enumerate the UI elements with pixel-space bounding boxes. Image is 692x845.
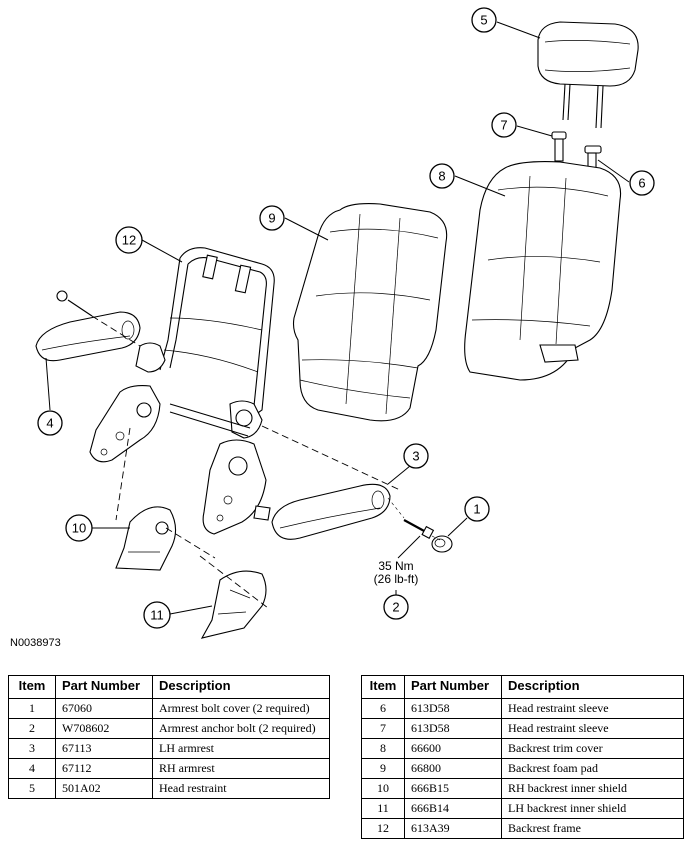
svg-text:3: 3 <box>412 449 419 464</box>
callout-9: 9 <box>259 205 285 231</box>
svg-text:12: 12 <box>122 233 136 248</box>
svg-text:1: 1 <box>473 502 480 517</box>
description-cell: Backrest foam pad <box>501 758 684 779</box>
table-row: 12 613A39 Backrest frame <box>361 818 684 839</box>
callout-3: 3 <box>403 443 429 469</box>
head-restraint <box>537 21 639 129</box>
table-header-row: Item Part Number Description <box>361 675 684 699</box>
rh-armrest <box>35 290 141 362</box>
table-row: 9 66800 Backrest foam pad <box>361 758 684 779</box>
table-row: 8 66600 Backrest trim cover <box>361 738 684 759</box>
part-number-cell: W708602 <box>55 718 153 739</box>
part-number-cell: 613A39 <box>404 818 502 839</box>
part-number-cell: 66800 <box>404 758 502 779</box>
svg-text:5: 5 <box>480 13 487 28</box>
exploded-view-diagram: 35 Nm (26 lb-ft) N0038973 1 2 3 4 5 6 7 … <box>10 7 655 649</box>
part-number-cell: 66600 <box>404 738 502 759</box>
table-row: 11 666B14 LH backrest inner shield <box>361 798 684 819</box>
part-number-cell: 67113 <box>55 738 153 759</box>
column-header-description: Description <box>152 675 330 699</box>
svg-text:10: 10 <box>72 521 86 536</box>
head-restraint-sleeves <box>551 131 602 174</box>
callout-11: 11 <box>143 601 171 629</box>
table-row: 5 501A02 Head restraint <box>8 778 330 799</box>
column-header-item: Item <box>8 675 56 699</box>
callout-7: 7 <box>491 112 517 138</box>
description-cell: LH armrest <box>152 738 330 759</box>
armrest-bolt-cover <box>431 535 453 553</box>
description-cell: Backrest frame <box>501 818 684 839</box>
description-cell: Head restraint sleeve <box>501 718 684 739</box>
item-cell: 4 <box>8 758 56 779</box>
item-cell: 10 <box>361 778 405 799</box>
parts-table-right: Item Part Number Description 6 613D58 He… <box>361 675 684 839</box>
description-cell: Armrest bolt cover (2 required) <box>152 698 330 719</box>
part-number-cell: 613D58 <box>404 718 502 739</box>
svg-text:11: 11 <box>150 608 164 623</box>
item-cell: 9 <box>361 758 405 779</box>
parts-table-left: Item Part Number Description 1 67060 Arm… <box>8 675 330 799</box>
torque-metric: 35 Nm <box>378 559 413 573</box>
table-header-row: Item Part Number Description <box>8 675 330 699</box>
item-cell: 11 <box>361 798 405 819</box>
description-cell: Head restraint sleeve <box>501 698 684 719</box>
svg-text:2: 2 <box>392 600 399 615</box>
part-number-cell: 666B15 <box>404 778 502 799</box>
armrest-anchor-bolt <box>403 519 435 540</box>
table-row: 4 67112 RH armrest <box>8 758 330 779</box>
part-number-cell: 67112 <box>55 758 153 779</box>
callout-8: 8 <box>429 163 455 189</box>
item-cell: 3 <box>8 738 56 759</box>
backrest-foam-pad <box>292 203 448 422</box>
callout-4: 4 <box>37 410 63 436</box>
column-header-part-number: Part Number <box>55 675 153 699</box>
description-cell: Armrest anchor bolt (2 required) <box>152 718 330 739</box>
svg-text:7: 7 <box>500 118 507 133</box>
item-cell: 2 <box>8 718 56 739</box>
callout-12: 12 <box>115 226 143 254</box>
table-row: 7 613D58 Head restraint sleeve <box>361 718 684 739</box>
callout-2: 2 <box>383 594 409 620</box>
table-row: 6 613D58 Head restraint sleeve <box>361 698 684 719</box>
item-cell: 7 <box>361 718 405 739</box>
part-number-cell: 613D58 <box>404 698 502 719</box>
callout-5: 5 <box>471 7 497 33</box>
column-header-part-number: Part Number <box>404 675 502 699</box>
column-header-item: Item <box>361 675 405 699</box>
item-cell: 1 <box>8 698 56 719</box>
part-number-cell: 67060 <box>55 698 153 719</box>
lh-backrest-inner-shield <box>200 570 267 639</box>
description-cell: Backrest trim cover <box>501 738 684 759</box>
item-cell: 12 <box>361 818 405 839</box>
part-number-cell: 666B14 <box>404 798 502 819</box>
lh-armrest <box>271 483 391 540</box>
table-row: 3 67113 LH armrest <box>8 738 330 759</box>
description-cell: LH backrest inner shield <box>501 798 684 819</box>
callout-10: 10 <box>65 514 93 542</box>
torque-imperial: (26 lb-ft) <box>374 572 419 586</box>
item-cell: 6 <box>361 698 405 719</box>
table-row: 1 67060 Armrest bolt cover (2 required) <box>8 698 330 719</box>
svg-text:9: 9 <box>268 211 275 226</box>
backrest-frame <box>89 247 275 535</box>
description-cell: RH armrest <box>152 758 330 779</box>
item-cell: 8 <box>361 738 405 759</box>
column-header-description: Description <box>501 675 684 699</box>
callout-1: 1 <box>464 496 490 522</box>
part-number-cell: 501A02 <box>55 778 153 799</box>
figure-code: N0038973 <box>10 637 61 649</box>
callout-6: 6 <box>629 170 655 196</box>
description-cell: Head restraint <box>152 778 330 799</box>
backrest-trim-cover <box>464 161 622 381</box>
table-row: 10 666B15 RH backrest inner shield <box>361 778 684 799</box>
svg-text:8: 8 <box>438 169 445 184</box>
item-cell: 5 <box>8 778 56 799</box>
description-cell: RH backrest inner shield <box>501 778 684 799</box>
svg-text:6: 6 <box>638 176 645 191</box>
svg-text:4: 4 <box>46 416 53 431</box>
table-row: 2 W708602 Armrest anchor bolt (2 require… <box>8 718 330 739</box>
rh-backrest-inner-shield <box>115 506 177 571</box>
